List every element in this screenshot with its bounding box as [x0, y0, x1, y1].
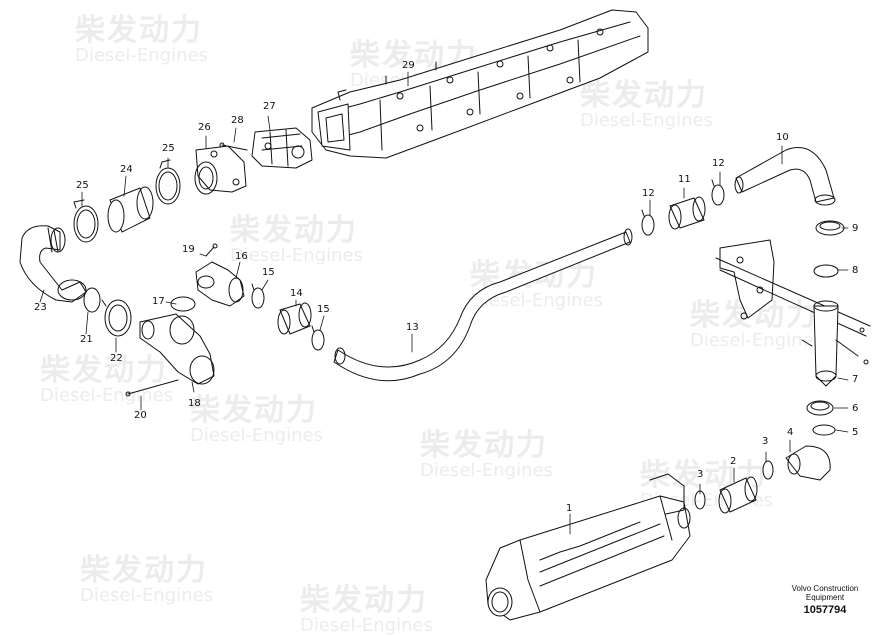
- exhaust-manifold: [311, 9, 649, 159]
- callout-21: 21: [80, 334, 93, 345]
- bolt-20: [125, 379, 179, 397]
- callout-23: 23: [34, 302, 47, 313]
- elbow-16: [195, 261, 245, 307]
- callout-8: 8: [852, 265, 859, 276]
- callout-3: 3: [697, 469, 704, 480]
- callout-16: 16: [235, 251, 248, 262]
- hose-2: [718, 476, 758, 514]
- pipe-7: [801, 300, 869, 387]
- callout-27: 27: [263, 101, 276, 112]
- clamp-3: [762, 460, 774, 480]
- callout-18: 18: [188, 398, 201, 409]
- callout-20: 20: [134, 410, 147, 421]
- bolt-19: [205, 243, 218, 257]
- callout-10: 10: [776, 132, 789, 143]
- callout-7: 7: [852, 374, 859, 385]
- callout-26: 26: [198, 122, 211, 133]
- o-ring-21: [83, 287, 101, 313]
- caption-line2: Equipment: [805, 593, 845, 602]
- egr-cooler-1: [485, 473, 691, 621]
- callout-28: 28: [231, 115, 244, 126]
- drawing-number: 1057794: [803, 604, 847, 616]
- callout-22: 22: [110, 353, 123, 364]
- callout-4: 4: [787, 427, 794, 438]
- clamp-15: [251, 283, 265, 309]
- clamp-12: [711, 179, 725, 206]
- egr-bracket: [715, 239, 871, 337]
- callout-15: 15: [317, 304, 330, 315]
- clamp-22: [101, 299, 132, 337]
- o-ring-17: [170, 296, 196, 312]
- elbow-4: [785, 445, 831, 481]
- callout-17: 17: [152, 296, 165, 307]
- pipe-18: [139, 313, 215, 385]
- o-ring-5: [812, 424, 836, 436]
- callout-11: 11: [678, 174, 691, 185]
- elbow-10: [734, 147, 836, 206]
- clamp-6: [806, 400, 834, 416]
- pipe-13: [333, 228, 633, 382]
- callout-13: 13: [406, 322, 419, 333]
- hose-14: [277, 302, 312, 335]
- callout-19: 19: [182, 244, 195, 255]
- callout-15: 15: [262, 267, 275, 278]
- elbow-23: [19, 225, 87, 303]
- o-ring-8: [813, 264, 839, 278]
- callout-29: 29: [402, 60, 415, 71]
- leader-lines: [39, 71, 849, 535]
- callout-25: 25: [162, 143, 175, 154]
- callout-5: 5: [852, 427, 859, 438]
- callout-6: 6: [852, 403, 859, 414]
- clamp-12: [641, 209, 655, 236]
- callout-1: 1: [566, 503, 573, 514]
- callout-9: 9: [852, 223, 859, 234]
- callout-24: 24: [120, 164, 133, 175]
- callout-3: 3: [762, 436, 769, 447]
- callout-25: 25: [76, 180, 89, 191]
- callout-12: 12: [712, 158, 725, 169]
- hose-11: [668, 196, 706, 230]
- clamp-25: [73, 199, 99, 243]
- caption-line1: Volvo Construction: [791, 584, 859, 593]
- callout-12: 12: [642, 188, 655, 199]
- hose-24: [107, 186, 154, 233]
- clamp-15: [311, 325, 325, 351]
- bracket-27: [251, 127, 313, 169]
- callout-2: 2: [730, 456, 737, 467]
- clamp-9: [815, 220, 845, 236]
- callout-14: 14: [290, 288, 303, 299]
- drawing-caption: Volvo Construction Equipment 1057794: [770, 584, 880, 616]
- flange-26: [194, 145, 247, 195]
